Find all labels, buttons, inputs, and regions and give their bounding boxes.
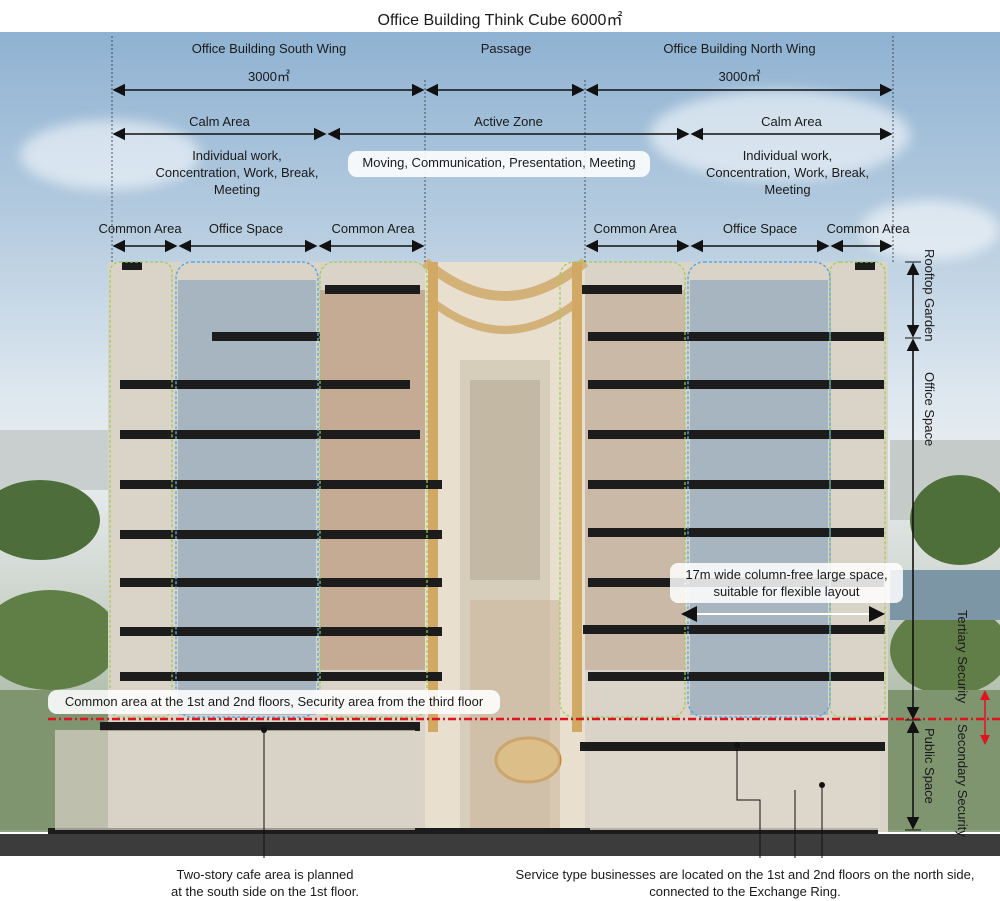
- office-space-side-label: Office Space: [922, 372, 937, 447]
- common-area-label: Common Area: [98, 221, 182, 236]
- service-caption: Service type businesses are located on t…: [515, 867, 975, 899]
- office-space-label: Office Space: [722, 221, 798, 236]
- secondary-security-label: Secondary Security: [955, 724, 970, 837]
- rooftop-garden-label: Rooftop Garden: [922, 249, 937, 342]
- calm-right-activities: Individual work, Concentration, Work, Br…: [705, 148, 870, 197]
- column-free-space-note: 17m wide column-free large space, suitab…: [670, 563, 903, 603]
- common-area-label: Common Area: [331, 221, 415, 236]
- active-activities-pill: Moving, Communication, Presentation, Mee…: [348, 151, 650, 177]
- tertiary-security-label: Tertiary Security: [955, 610, 970, 704]
- passage-label: Passage: [480, 41, 532, 56]
- common-area-label: Common Area: [593, 221, 677, 236]
- south-wing-label: Office Building South Wing: [191, 41, 347, 56]
- diagram-title: Office Building Think Cube 6000㎡: [377, 12, 623, 29]
- office-space-label: Office Space: [208, 221, 284, 236]
- public-space-label: Public Space: [922, 728, 937, 804]
- cafe-caption: Two-story cafe area is planned at the so…: [171, 867, 359, 899]
- calm-left-activities: Individual work, Concentration, Work, Br…: [155, 148, 319, 197]
- calm-area-left-label: Calm Area: [189, 114, 250, 129]
- active-zone-label: Active Zone: [474, 114, 543, 129]
- north-wing-label: Office Building North Wing: [663, 41, 816, 56]
- security-floors-note: Common area at the 1st and 2nd floors, S…: [48, 690, 500, 714]
- calm-area-right-label: Calm Area: [761, 114, 822, 129]
- common-area-label: Common Area: [826, 221, 910, 236]
- north-wing-area: 3000㎡: [718, 69, 761, 84]
- south-wing-area: 3000㎡: [248, 69, 290, 84]
